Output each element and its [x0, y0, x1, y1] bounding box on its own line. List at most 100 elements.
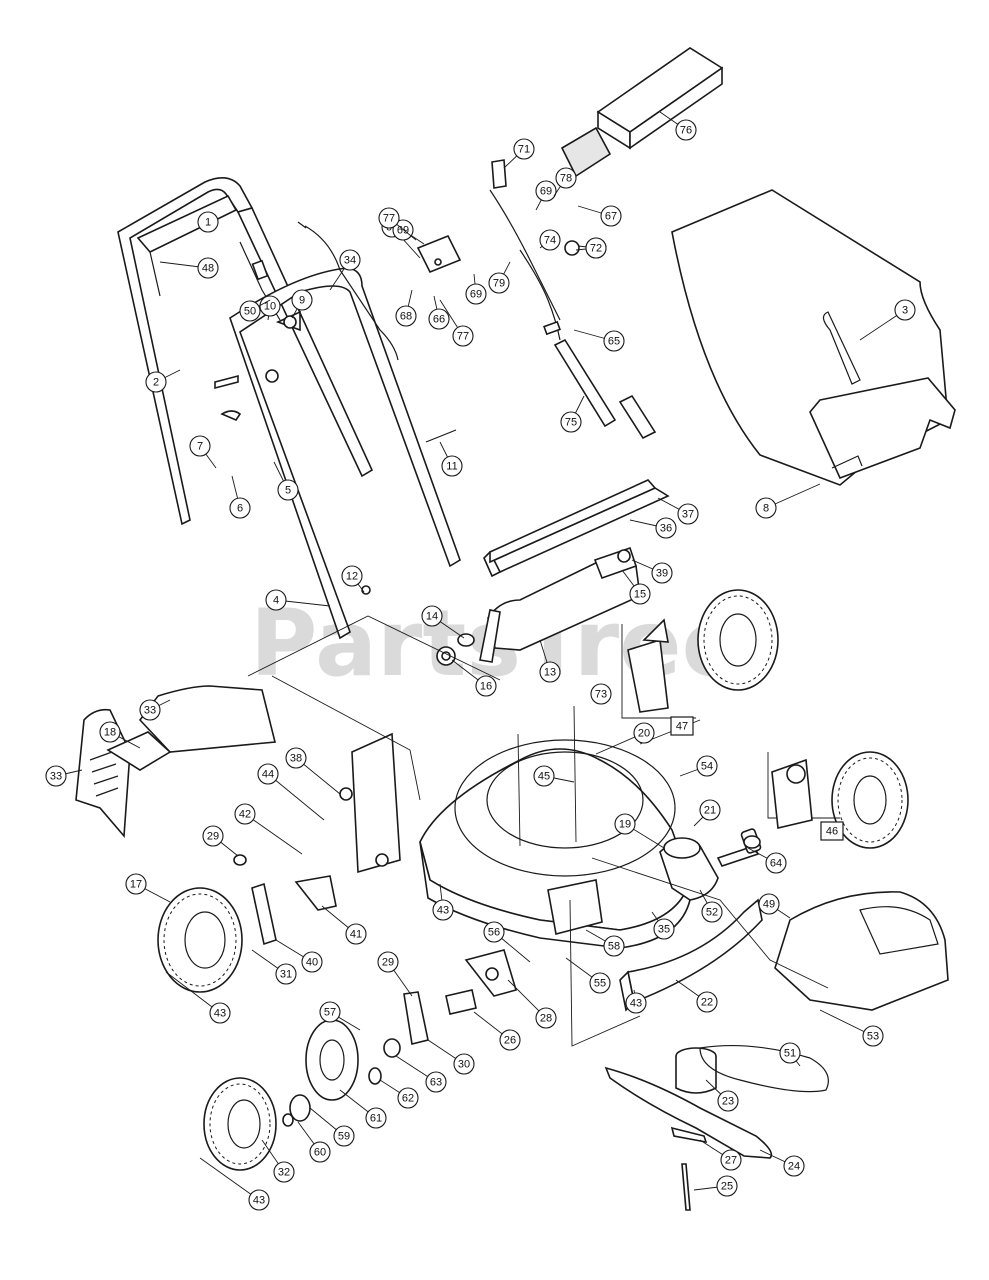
callout-43: 43	[432, 899, 454, 921]
callout-marker	[125, 873, 147, 895]
callout-number: 16	[480, 681, 492, 693]
callout-69: 69	[535, 180, 557, 202]
callout-marker	[99, 721, 121, 743]
drive-assembly-47	[621, 618, 696, 719]
callout-marker	[677, 503, 699, 525]
callout-number: 24	[788, 1161, 800, 1173]
callout-number: 53	[867, 1031, 879, 1043]
handle-lever-40	[233, 854, 277, 946]
callout-marker	[277, 479, 299, 501]
callout-68: 68	[395, 305, 417, 327]
callout-40: 40	[301, 951, 323, 973]
callout-number: 56	[488, 927, 500, 939]
callout-marker	[755, 497, 777, 519]
callout-29: 29	[377, 951, 399, 973]
callout-marker	[341, 565, 363, 587]
grass-bag	[671, 189, 956, 486]
bracket-28	[464, 949, 518, 997]
callout-marker	[535, 1007, 557, 1029]
callout-marker	[275, 963, 297, 985]
callout-number: 6	[237, 503, 243, 515]
callout-number: 26	[504, 1035, 516, 1047]
callout-marker	[779, 1042, 801, 1064]
callout-28: 28	[535, 1007, 557, 1029]
callout-marker	[820, 821, 844, 841]
callout-74: 74	[539, 229, 561, 251]
callout-number: 22	[701, 997, 713, 1009]
leader-line	[165, 971, 221, 1014]
housing-73	[560, 126, 612, 178]
callout-5: 5	[277, 479, 299, 501]
callout-54: 54	[696, 755, 718, 777]
callout-marker	[139, 699, 161, 721]
callout-number: 30	[458, 1059, 470, 1071]
callout-51: 51	[779, 1042, 801, 1064]
callout-marker	[377, 951, 399, 973]
callout-marker	[675, 119, 697, 141]
callout-number: 71	[518, 144, 530, 156]
callout-number: 29	[382, 957, 394, 969]
callout-52: 52	[701, 901, 723, 923]
height-adjuster-left	[339, 732, 401, 874]
callout-marker	[560, 411, 582, 433]
callout-61: 61	[365, 1107, 387, 1129]
callout-number: 62	[402, 1093, 414, 1105]
callout-16: 16	[475, 675, 497, 697]
callout-number: 58	[608, 941, 620, 953]
callout-30: 30	[453, 1053, 475, 1075]
callout-67: 67	[600, 205, 622, 227]
callout-marker	[590, 683, 612, 705]
callout-number: 59	[338, 1131, 350, 1143]
lever-30	[403, 991, 429, 1045]
callout-marker	[339, 249, 361, 271]
callout-number: 14	[426, 611, 438, 623]
callout-79: 79	[488, 272, 510, 294]
callout-number: 50	[244, 306, 256, 318]
callout-23: 23	[717, 1090, 739, 1112]
callout-number: 72	[590, 243, 602, 255]
callout-72: 72	[585, 237, 607, 259]
callout-marker	[257, 763, 279, 785]
callout-number: 68	[400, 311, 412, 323]
plate-26	[445, 989, 477, 1015]
callout-number: 74	[544, 235, 556, 247]
callout-marker	[670, 716, 694, 736]
callout-number: 43	[214, 1008, 226, 1020]
callout-number: 69	[470, 289, 482, 301]
callout-number: 12	[346, 571, 358, 583]
wire-harness-65	[519, 240, 580, 341]
callout-27: 27	[720, 1149, 742, 1171]
callout-number: 57	[324, 1007, 336, 1019]
callout-marker	[197, 257, 219, 279]
callout-7: 7	[189, 435, 211, 457]
callout-38: 38	[285, 747, 307, 769]
callout-marker	[202, 825, 224, 847]
knob-9	[275, 310, 301, 332]
connector-71	[491, 159, 507, 189]
callout-marker	[862, 1025, 884, 1047]
callout-24: 24	[783, 1155, 805, 1177]
callout-marker	[45, 765, 67, 787]
callout-number: 47	[676, 721, 688, 733]
callout-number: 45	[538, 771, 550, 783]
callout-number: 44	[262, 769, 274, 781]
callout-64: 64	[765, 852, 787, 874]
callout-number: 60	[314, 1147, 326, 1159]
callout-36: 36	[655, 517, 677, 539]
callout-43: 43	[248, 1189, 270, 1211]
mower-deck	[419, 739, 691, 949]
callout-number: 76	[680, 125, 692, 137]
belt-51	[699, 1044, 829, 1093]
callout-number: 19	[619, 819, 631, 831]
callout-marker	[475, 675, 497, 697]
wheel-right	[831, 751, 909, 849]
callout-37: 37	[677, 503, 699, 525]
callout-marker	[285, 747, 307, 769]
callout-73: 73	[590, 683, 612, 705]
callout-number: 49	[763, 899, 775, 911]
callout-number: 1	[205, 217, 211, 229]
callout-43: 43	[209, 1002, 231, 1024]
callout-marker	[699, 799, 721, 821]
callout-number: 43	[630, 998, 642, 1010]
callout-number: 2	[153, 377, 159, 389]
